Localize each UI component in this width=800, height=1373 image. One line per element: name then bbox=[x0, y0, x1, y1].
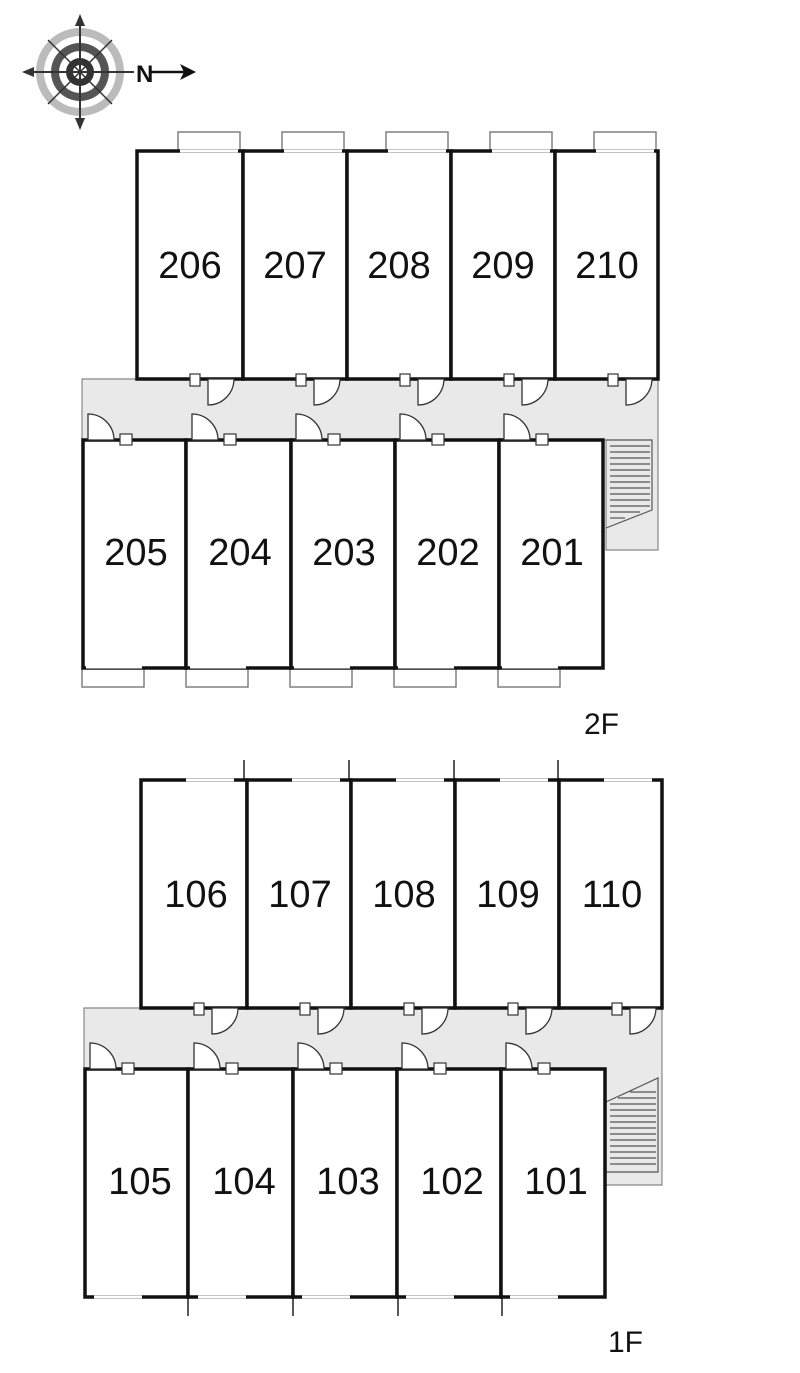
door-icons-1f-lower bbox=[89, 1042, 551, 1075]
balcony bbox=[497, 666, 561, 688]
floor-2f: 206 207 208 209 210 205 204 203 bbox=[81, 131, 660, 741]
svg-text:203: 203 bbox=[312, 532, 375, 574]
stairs-1f bbox=[605, 1077, 659, 1173]
svg-text:105: 105 bbox=[108, 1161, 171, 1203]
svg-text:102: 102 bbox=[420, 1161, 483, 1203]
room-102[interactable]: 102 bbox=[395, 1067, 503, 1299]
svg-text:109: 109 bbox=[476, 874, 539, 916]
door-icons-2f-upper bbox=[189, 373, 653, 406]
svg-text:103: 103 bbox=[316, 1161, 379, 1203]
balcony bbox=[393, 666, 457, 688]
room-206[interactable]: 206 bbox=[135, 149, 245, 381]
room-110[interactable]: 110 bbox=[557, 778, 664, 1010]
balcony bbox=[289, 666, 353, 688]
svg-text:206: 206 bbox=[158, 245, 221, 287]
svg-text:209: 209 bbox=[471, 245, 534, 287]
svg-text:104: 104 bbox=[212, 1161, 275, 1203]
room-209[interactable]: 209 bbox=[449, 149, 557, 381]
room-204[interactable]: 204 bbox=[184, 438, 293, 670]
balcony bbox=[593, 131, 657, 153]
balcony bbox=[185, 666, 249, 688]
north-letter: N bbox=[136, 61, 153, 88]
svg-text:208: 208 bbox=[367, 245, 430, 287]
room-107[interactable]: 107 bbox=[245, 778, 353, 1010]
room-205[interactable]: 205 bbox=[81, 438, 188, 670]
svg-text:202: 202 bbox=[416, 532, 479, 574]
svg-text:101: 101 bbox=[524, 1161, 587, 1203]
svg-text:108: 108 bbox=[372, 874, 435, 916]
balcony bbox=[385, 131, 449, 153]
door-icons-1f-upper bbox=[193, 1002, 657, 1035]
balcony bbox=[281, 131, 345, 153]
window-marks-2f bbox=[86, 149, 654, 669]
room-105[interactable]: 105 bbox=[83, 1067, 190, 1299]
floor-1f: 106 107 108 109 110 105 104 103 bbox=[83, 760, 664, 1359]
room-103[interactable]: 103 bbox=[291, 1067, 399, 1299]
floor-label-1f: 1F bbox=[608, 1326, 643, 1359]
room-106[interactable]: 106 bbox=[139, 778, 249, 1010]
stairs-2f bbox=[605, 439, 653, 529]
room-109[interactable]: 109 bbox=[453, 778, 561, 1010]
svg-text:201: 201 bbox=[520, 532, 583, 574]
door-icons-2f-lower bbox=[87, 413, 549, 446]
floor-label-2f: 2F bbox=[584, 708, 619, 741]
svg-text:110: 110 bbox=[582, 874, 643, 916]
room-108[interactable]: 108 bbox=[349, 778, 457, 1010]
svg-text:106: 106 bbox=[164, 874, 227, 916]
room-203[interactable]: 203 bbox=[289, 438, 397, 670]
svg-text:107: 107 bbox=[268, 874, 331, 916]
svg-text:210: 210 bbox=[575, 245, 638, 287]
room-104[interactable]: 104 bbox=[186, 1067, 295, 1299]
balcony bbox=[489, 131, 553, 153]
room-202[interactable]: 202 bbox=[393, 438, 501, 670]
room-101[interactable]: 101 bbox=[499, 1067, 607, 1299]
wall-ticks-1f bbox=[187, 760, 559, 1316]
svg-text:204: 204 bbox=[208, 532, 271, 574]
room-207[interactable]: 207 bbox=[241, 149, 349, 381]
compass-rose-icon: N bbox=[22, 14, 196, 130]
svg-text:207: 207 bbox=[263, 245, 326, 287]
room-201[interactable]: 201 bbox=[497, 438, 605, 670]
room-208[interactable]: 208 bbox=[345, 149, 453, 381]
balcony bbox=[81, 666, 145, 688]
balcony bbox=[177, 131, 241, 153]
svg-text:205: 205 bbox=[104, 532, 167, 574]
window-marks-1f bbox=[94, 778, 652, 1299]
room-210[interactable]: 210 bbox=[553, 149, 660, 381]
